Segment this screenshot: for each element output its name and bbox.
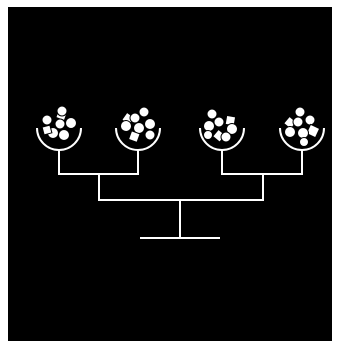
bowl-4 xyxy=(279,106,325,151)
bowl-outline xyxy=(199,127,245,151)
bowl-contents xyxy=(203,108,238,143)
bowl-3 xyxy=(199,108,245,151)
icon-panel xyxy=(8,7,332,341)
bowl-1 xyxy=(36,105,82,151)
bowl-contents xyxy=(283,106,321,147)
bowl-outline xyxy=(36,127,82,151)
tree-diagram-icon xyxy=(36,105,325,239)
tree-connectors xyxy=(58,149,303,239)
bowl-contents xyxy=(41,105,77,141)
bowl-contents xyxy=(120,106,156,144)
bowl-2 xyxy=(115,106,161,151)
bowl-outline xyxy=(279,127,325,151)
bowl-outline xyxy=(115,127,161,151)
